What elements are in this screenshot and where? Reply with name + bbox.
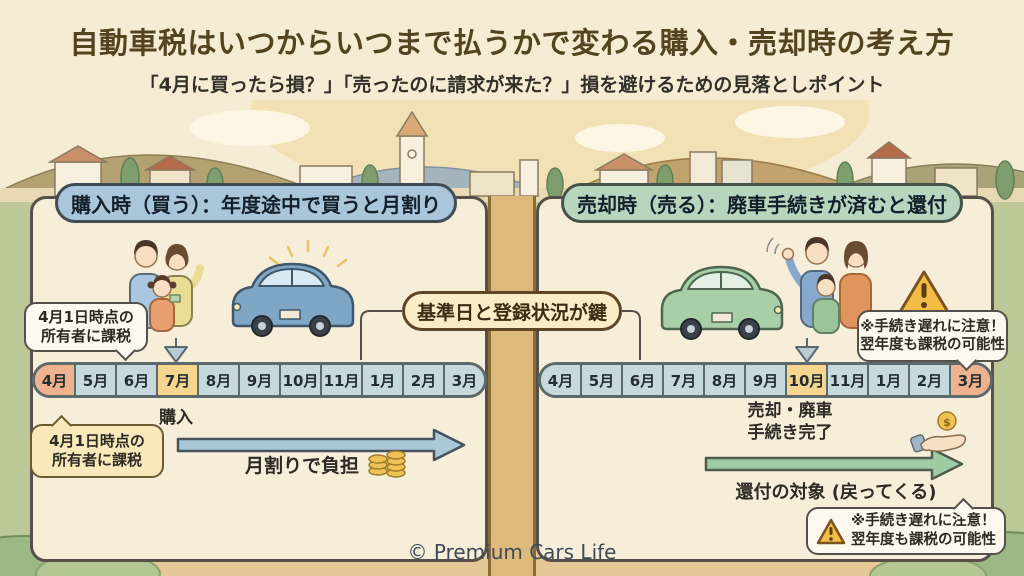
month-cell: 8月 <box>199 365 240 395</box>
bubble-line: 所有者に課税 <box>40 327 131 345</box>
month-cell: 7月 <box>664 365 705 395</box>
proration-label: 月割りで負担 <box>244 455 359 477</box>
purchase-label: 購入 <box>159 408 193 428</box>
late-procedure-warning-bubble: ※手続き遅れに注意！ 翌年度も課税の可能性 <box>857 310 1008 372</box>
month-cell: 11月 <box>828 365 869 395</box>
month-cell: 1月 <box>869 365 910 395</box>
completion-label: 売却・廃車 手続き完了 <box>730 400 850 444</box>
month-cell: 9月 <box>240 365 281 395</box>
key-point-badge: 基準日と登録状況が鍵 <box>402 291 622 331</box>
tax-rule-bubble: 4月1日時点の 所有者に課税 <box>30 414 164 478</box>
bubble-line: 翌年度も課税の可能性 <box>851 532 996 548</box>
bubble-line: 4月1日時点の <box>49 432 145 451</box>
month-cell: 8月 <box>705 365 746 395</box>
page-title: 自動車税はいつからいつまで払うかで変わる購入・売却時の考え方 <box>69 26 955 60</box>
month-cell: 10月 <box>281 365 322 395</box>
warning-triangle-icon <box>816 518 846 544</box>
month-cell: 5月 <box>582 365 623 395</box>
month-cell: 2月 <box>910 365 951 395</box>
month-cell: 9月 <box>746 365 787 395</box>
late-procedure-warning-bubble: ※手続き遅れに注意！ 翌年度も課税の可能性 <box>806 497 1006 555</box>
month-cell: 7月 <box>158 365 199 395</box>
month-cell: 1月 <box>363 365 404 395</box>
center-divider-strip <box>488 196 536 576</box>
refund-label: 還付の対象 (戻ってくる) <box>735 482 937 503</box>
month-cell: 10月 <box>787 365 828 395</box>
bubble-line: ※手続き遅れに注意！ <box>860 318 1005 335</box>
month-cell: 2月 <box>404 365 445 395</box>
buy-timeline: 4月 5月 6月 7月 8月 9月 10月 11月 1月 2月 3月 <box>32 362 487 398</box>
month-cell: 11月 <box>322 365 363 395</box>
tax-rule-bubble: 4月1日時点の 所有者に課税 <box>24 302 148 362</box>
label-line: 手続き完了 <box>747 423 833 444</box>
footer-credit: © Premium Cars Life <box>407 540 617 564</box>
bubble-line: ※手続き遅れに注意！ <box>851 513 996 530</box>
bubble-line: 所有者に課税 <box>51 451 142 469</box>
month-cell: 4月 <box>35 365 76 395</box>
month-cell: 4月 <box>541 365 582 395</box>
buy-panel-header: 購入時（買う）：年度途中で買うと月割り <box>55 183 457 223</box>
page-subtitle: 「4月に買ったら損？」「売ったのに請求が来た？」損を避けるための見落としポイント <box>139 74 885 96</box>
sell-panel-header: 売却時（売る）：廃車手続きが済むと還付 <box>561 183 963 223</box>
sell-timeline: 4月 5月 6月 7月 8月 9月 10月 11月 1月 2月 3月 <box>538 362 993 398</box>
month-cell: 5月 <box>76 365 117 395</box>
label-line: 売却・廃車 <box>747 401 833 421</box>
month-cell: 6月 <box>623 365 664 395</box>
month-cell: 3月 <box>951 365 990 395</box>
month-cell: 6月 <box>117 365 158 395</box>
month-cell: 3月 <box>445 365 484 395</box>
bubble-line: 翌年度も課税の可能性 <box>860 337 1005 353</box>
bubble-line: 4月1日時点の <box>38 308 134 327</box>
